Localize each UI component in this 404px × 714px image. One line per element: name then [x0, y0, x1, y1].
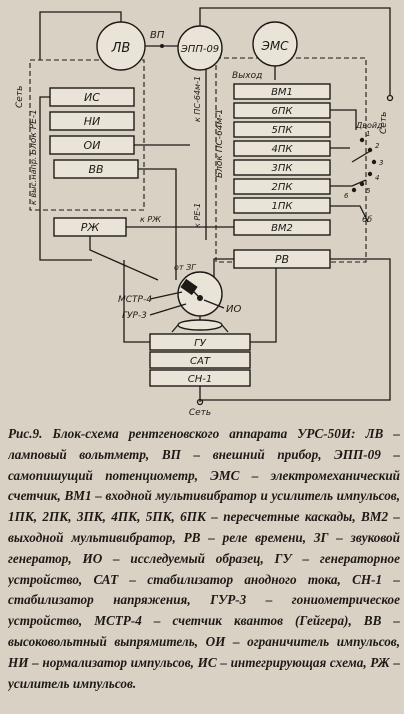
ni-label: НИ — [84, 115, 101, 128]
detector-arm — [188, 286, 201, 299]
switch-line-6 — [330, 109, 357, 130]
vyhod-label: Выход — [232, 71, 262, 81]
pk2-label: 2ПК — [272, 182, 294, 193]
epp-label: ЭПП-09 — [180, 44, 219, 55]
switch-pos-6: 6 — [344, 192, 349, 200]
sn-label: СН-1 — [188, 374, 212, 385]
ni-box — [49, 111, 135, 131]
pk3-box — [233, 159, 331, 176]
k-vysnapr-label: к выс.напр. — [29, 157, 38, 205]
io-label: ИО — [226, 304, 241, 315]
goniometer-circle — [177, 271, 223, 317]
block-diagram: ЛВ ЭПП-09 ЭМС ВП Сеть Блок РЕ-1 к выс.на… — [15, 7, 394, 418]
mstr-pointer — [149, 291, 183, 300]
is-label: ИС — [84, 91, 100, 104]
vm1-label: ВМ1 — [271, 87, 293, 98]
vm1-box — [233, 83, 331, 100]
set-bottom-terminal — [196, 398, 204, 406]
blok-ps-label: Блок ПС-64м-1 — [215, 109, 225, 178]
gu-left-line — [123, 260, 150, 343]
gu-label: ГУ — [194, 338, 207, 349]
vm2-box — [233, 219, 331, 236]
selector-switch: 1 2 3 4 5 6 Двойд — [344, 121, 383, 200]
b6-label: 6б — [362, 215, 372, 224]
epp-outer-line — [199, 7, 391, 95]
zg-label: от ЗГ — [174, 263, 196, 272]
pk4-label: 4ПК — [272, 144, 294, 155]
switch-line-1 — [330, 205, 369, 223]
xray-tube — [171, 316, 229, 333]
gur-label: ГУР-3 — [122, 311, 147, 321]
pk3-label: 3ПК — [272, 163, 294, 174]
pk1-label: 1ПК — [272, 201, 294, 212]
switch-pos-4: 4 — [375, 174, 379, 182]
switch-pos-2: 2 — [375, 142, 380, 150]
rzh-mstr-line — [89, 236, 159, 281]
lv-label: ЛВ — [111, 41, 131, 56]
set-top-label: Сеть — [15, 86, 25, 108]
vm2-label: ВМ2 — [271, 223, 293, 234]
rv-label: РВ — [275, 253, 289, 266]
figure-caption: Рис.9. Блок-схема рентгеновского аппарат… — [8, 426, 400, 691]
gu-right-line — [250, 268, 277, 343]
sat-label: САТ — [190, 356, 211, 367]
vp-terminal — [160, 44, 164, 48]
vv-hv-line — [138, 168, 177, 280]
mstr-label: МСТР-4 — [118, 295, 152, 305]
lv-outer-line — [39, 11, 122, 60]
k-ps-label: к ПС-64м-1 — [193, 76, 202, 122]
pk5-label: 5ПК — [272, 125, 294, 136]
block-re1-outline — [29, 59, 145, 211]
set-right-label: Сеть — [379, 112, 389, 134]
blok-re-label: Блок РЕ-1 — [29, 109, 39, 155]
pk5-box — [233, 121, 331, 138]
counter-stack: ВМ1 6ПК 5ПК 4ПК 3ПК 2ПК 1ПК ВМ2 — [233, 83, 331, 236]
left-trunk-line — [39, 96, 92, 261]
pk6-label: 6ПК — [272, 106, 294, 117]
rzh-label: РЖ — [81, 221, 101, 234]
vv-label: ВВ — [88, 163, 103, 176]
ems-label: ЭМС — [260, 39, 289, 53]
k-re-label: к РЕ-1 — [193, 203, 202, 228]
set-right-terminal — [386, 94, 394, 102]
io-pointer — [203, 299, 225, 309]
k-rzh-label: к РЖ — [140, 215, 161, 224]
gur-pointer — [149, 303, 187, 316]
oi-label: ОИ — [84, 139, 101, 152]
vp-label: ВП — [150, 30, 165, 41]
switch-pos-1: 1 — [366, 130, 370, 138]
sat-box — [149, 351, 251, 369]
switch-pos-3: 3 — [379, 159, 383, 167]
switch-label: Двойд — [355, 121, 383, 130]
set-bottom-label: Сеть — [189, 408, 211, 418]
switch-pos-5: 5 — [366, 187, 371, 195]
rv-outer-line — [200, 258, 391, 401]
